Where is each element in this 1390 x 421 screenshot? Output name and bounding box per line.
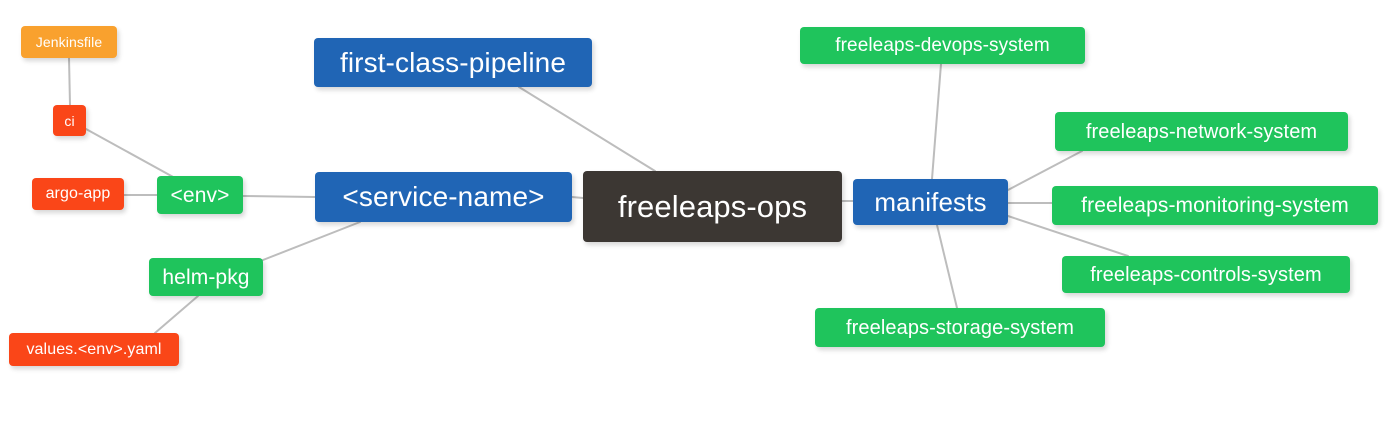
- edge-env-to-service-name: [242, 195, 316, 198]
- node-label-env: <env>: [170, 183, 230, 207]
- node-freeleaps-controls-system[interactable]: freeleaps-controls-system: [1062, 256, 1350, 293]
- edge-helm-pkg-to-service-name: [262, 221, 361, 261]
- node-label-freeleaps-controls-system: freeleaps-controls-system: [1090, 263, 1322, 286]
- node-freeleaps-devops-system[interactable]: freeleaps-devops-system: [800, 27, 1085, 64]
- node-env[interactable]: <env>: [157, 176, 243, 214]
- node-label-values-yaml: values.<env>.yaml: [26, 340, 162, 358]
- node-jenkinsfile[interactable]: Jenkinsfile: [21, 26, 117, 58]
- node-label-ci: ci: [64, 112, 75, 129]
- node-ci[interactable]: ci: [53, 105, 86, 136]
- node-freeleaps-storage-system[interactable]: freeleaps-storage-system: [815, 308, 1105, 347]
- edge-manifests-to-freeleaps-network-system: [1007, 150, 1083, 191]
- node-argo-app[interactable]: argo-app: [32, 178, 124, 210]
- node-first-class-pipeline[interactable]: first-class-pipeline: [314, 38, 592, 87]
- node-label-first-class-pipeline: first-class-pipeline: [339, 46, 567, 78]
- node-freeleaps-network-system[interactable]: freeleaps-network-system: [1055, 112, 1348, 151]
- node-freeleaps-ops[interactable]: freeleaps-ops: [583, 171, 842, 242]
- node-label-freeleaps-monitoring-system: freeleaps-monitoring-system: [1081, 194, 1349, 217]
- node-values-yaml[interactable]: values.<env>.yaml: [9, 333, 179, 366]
- edge-values-yaml-to-helm-pkg: [154, 295, 199, 334]
- node-manifests[interactable]: manifests: [853, 179, 1008, 225]
- node-service-name[interactable]: <service-name>: [315, 172, 572, 222]
- node-helm-pkg[interactable]: helm-pkg: [149, 258, 263, 296]
- node-label-argo-app: argo-app: [45, 185, 111, 202]
- node-label-freeleaps-network-system: freeleaps-network-system: [1085, 120, 1318, 143]
- node-label-jenkinsfile: Jenkinsfile: [35, 34, 103, 50]
- node-label-service-name: <service-name>: [342, 181, 545, 212]
- edge-manifests-to-freeleaps-storage-system: [936, 224, 958, 309]
- edge-first-class-pipeline-to-freeleaps-ops: [518, 86, 656, 172]
- edge-ci-to-env: [85, 128, 176, 179]
- node-label-freeleaps-devops-system: freeleaps-devops-system: [835, 35, 1050, 56]
- node-label-helm-pkg: helm-pkg: [162, 265, 250, 289]
- node-label-freeleaps-storage-system: freeleaps-storage-system: [845, 316, 1075, 339]
- node-label-freeleaps-ops: freeleaps-ops: [617, 189, 808, 224]
- edge-service-name-to-freeleaps-ops: [571, 196, 584, 199]
- node-freeleaps-monitoring-system[interactable]: freeleaps-monitoring-system: [1052, 186, 1378, 225]
- edge-manifests-to-freeleaps-devops-system: [931, 63, 942, 180]
- node-label-manifests: manifests: [874, 187, 987, 217]
- edge-jenkinsfile-to-ci: [68, 57, 71, 106]
